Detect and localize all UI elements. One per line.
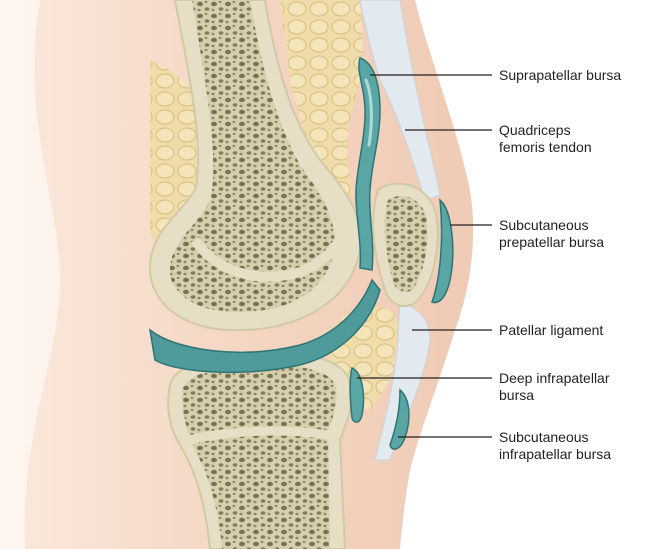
label-deep-infrapatellar-line-1: Deep infrapatellar	[499, 370, 610, 386]
label-subcutaneous-infrapatellar-line-1: Subcutaneous	[499, 429, 589, 445]
suprapatellar-bursa-highlight	[364, 78, 373, 147]
subcutaneous-infrapatellar-bursa-shape	[389, 388, 410, 450]
synovial-cavity	[148, 278, 381, 374]
label-subcutaneous-infrapatellar-line-2: infrapatellar bursa	[499, 446, 612, 462]
label-quadriceps-line-2: femoris tendon	[499, 139, 592, 155]
deep-infrapatellar-bursa-shape	[349, 366, 365, 423]
label-deep-infrapatellar-bursa: Deep infrapatellar bursa	[499, 370, 610, 404]
label-quadriceps-femoris-tendon: Quadriceps femoris tendon	[499, 122, 592, 156]
label-patellar-ligament-line-1: Patellar ligament	[499, 322, 604, 338]
femur-inner-cortex	[190, 226, 350, 282]
label-suprapatellar-bursa-line-1: Suprapatellar bursa	[499, 67, 622, 83]
quadriceps-tendon	[359, 0, 441, 201]
patella-marrow	[384, 196, 428, 293]
label-prepatellar-line-2: prepatellar bursa	[499, 234, 605, 250]
prepatellar-bursa-shape	[431, 198, 454, 304]
suprapatellar-bursa-shape	[355, 57, 381, 271]
label-subcutaneous-prepatellar-bursa: Subcutaneous prepatellar bursa	[499, 217, 604, 251]
tibia-marrow	[182, 364, 337, 549]
tibia-growth-plate	[188, 426, 334, 445]
label-prepatellar-line-1: Subcutaneous	[499, 217, 589, 233]
leg-back-shadow	[0, 0, 60, 549]
label-patellar-ligament: Patellar ligament	[499, 322, 603, 339]
label-subcutaneous-infrapatellar-bursa: Subcutaneous infrapatellar bursa	[499, 429, 611, 463]
label-quadriceps-line-1: Quadriceps	[499, 122, 571, 138]
suprapatellar-fat-pad	[280, 0, 363, 200]
femur-marrow	[169, 0, 335, 313]
label-deep-infrapatellar-line-2: bursa	[499, 387, 535, 403]
label-suprapatellar-bursa: Suprapatellar bursa	[499, 67, 621, 84]
leader-lines	[357, 74, 492, 438]
